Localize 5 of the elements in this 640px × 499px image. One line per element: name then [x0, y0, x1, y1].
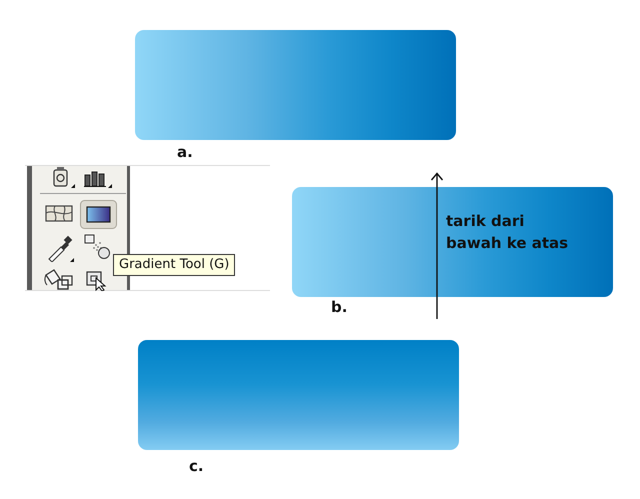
figure-label: c.: [189, 457, 204, 475]
figure-label: a.: [177, 143, 193, 161]
figure-label: b.: [331, 298, 348, 316]
instruction-text: tarik dari bawah ke atas: [446, 211, 570, 254]
tooltip: Gradient Tool (G): [113, 254, 236, 276]
